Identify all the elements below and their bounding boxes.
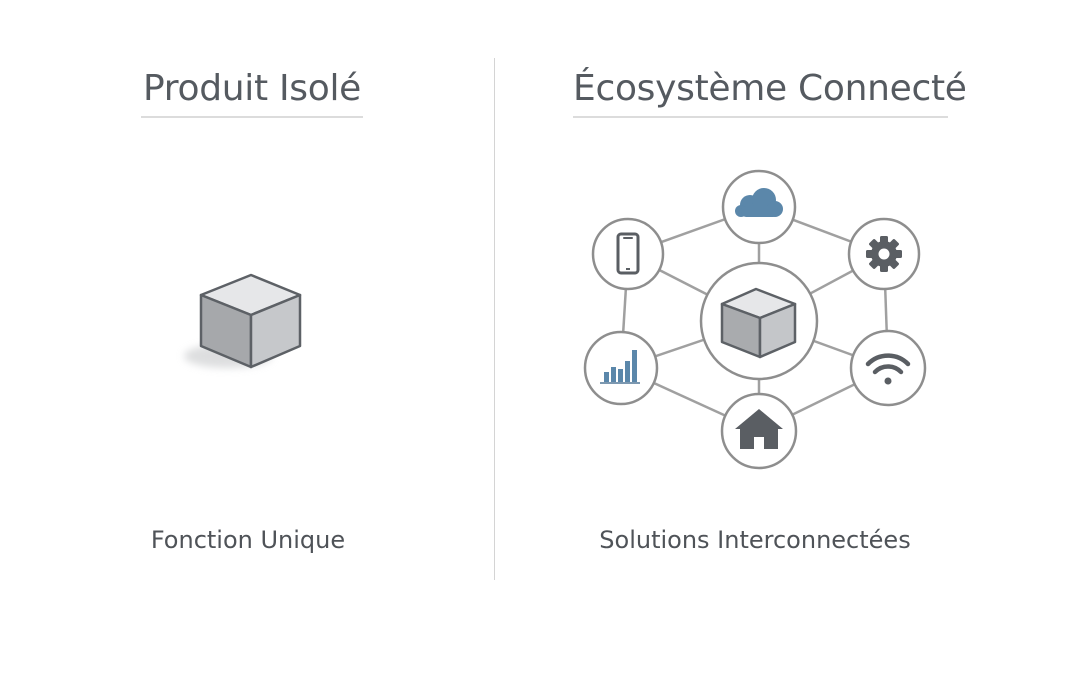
- bar-chart-icon: [600, 350, 640, 384]
- isolated-cube-icon: [184, 273, 302, 369]
- node-chart: [583, 330, 659, 406]
- home-icon: [735, 409, 783, 449]
- hub-cube-icon: [720, 287, 797, 359]
- right-panel-title: Écosystème Connecté: [573, 68, 967, 109]
- left-title-underline: [141, 116, 363, 118]
- panel-divider: [494, 58, 495, 580]
- cloud-icon: [735, 188, 783, 217]
- right-title-underline: [573, 116, 948, 118]
- wifi-icon: [865, 353, 911, 385]
- gear-icon: [866, 236, 902, 272]
- smartphone-icon: [616, 232, 640, 275]
- left-panel-caption: Fonction Unique: [150, 526, 346, 554]
- right-panel-caption: Solutions Interconnectées: [599, 526, 911, 554]
- left-panel-title: Produit Isolé: [143, 68, 361, 109]
